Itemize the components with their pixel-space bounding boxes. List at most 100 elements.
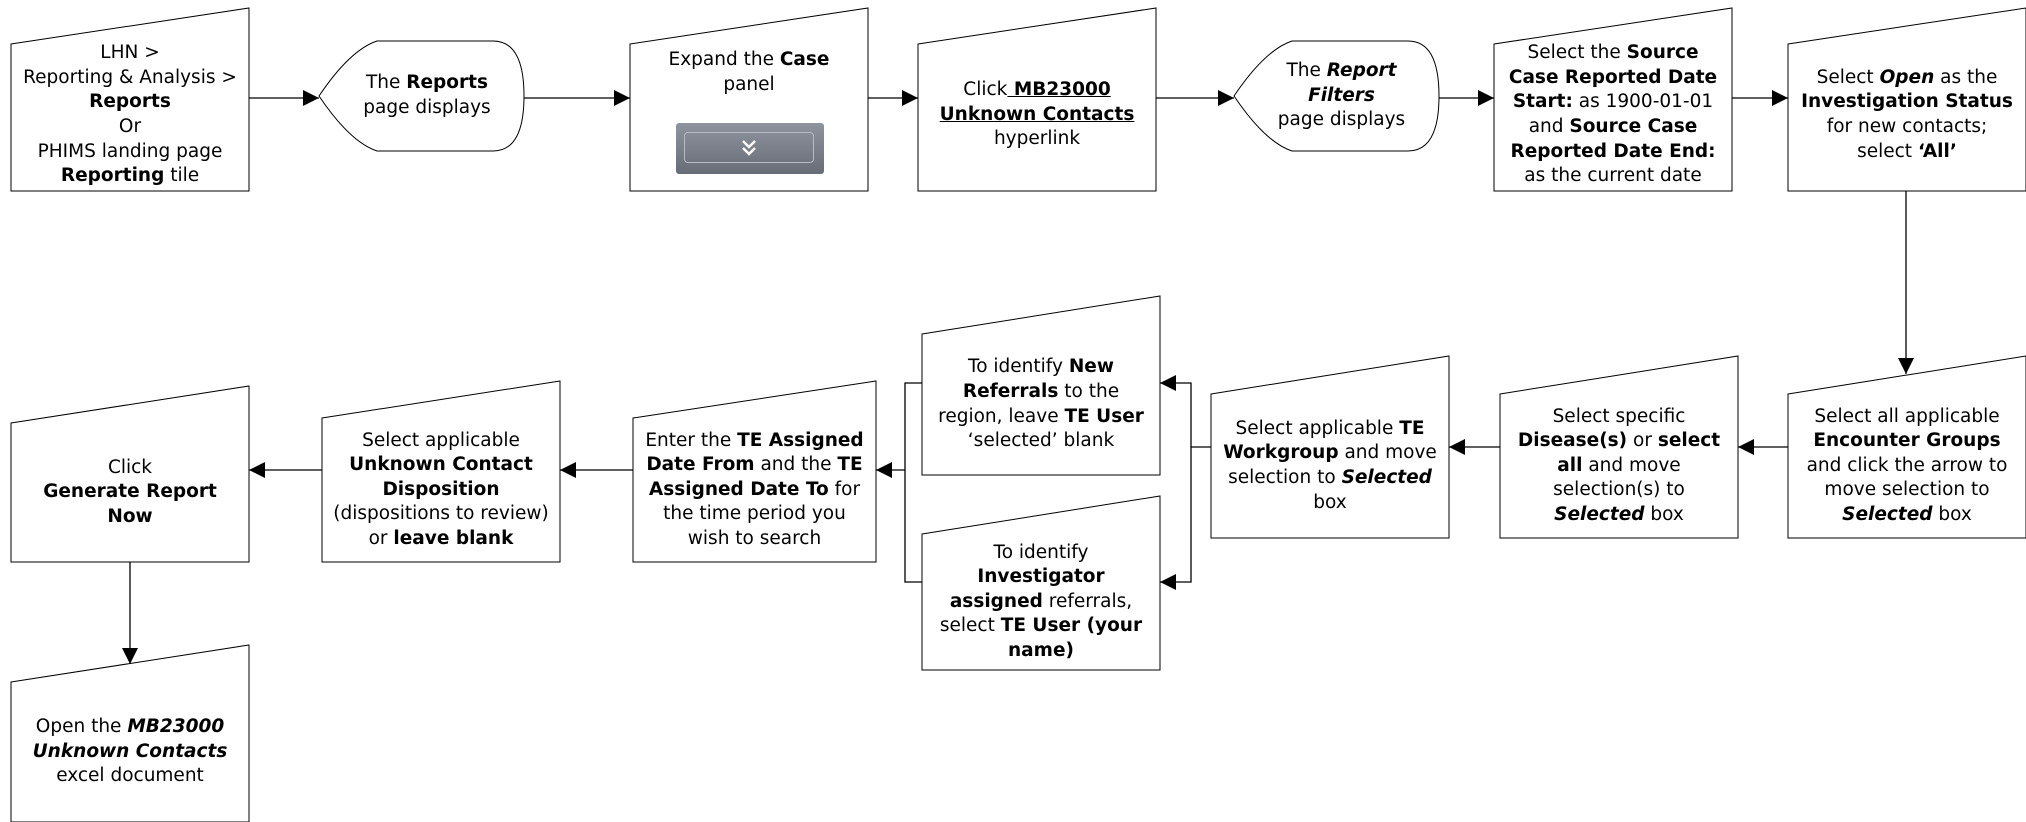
step-12-d: referrals, [1042,590,1133,612]
step-11-d: to the [1058,380,1120,402]
step-8-text: Select all applicable Encounter Groups a… [1788,394,2026,538]
step-4-text: Click MB23000 Unknown Contacts hyperlink [918,40,1156,190]
step-6-shape [1493,7,1733,192]
step-11-referrals: Referrals [962,380,1059,402]
step-6-text: Select the Source Case Reported Date Sta… [1494,40,1732,190]
step-9-text: Select specific Disease(s) or select all… [1500,394,1738,538]
step-10-te: TE [1399,417,1425,439]
step-1-line-1: LHN > [100,42,160,64]
step-1-line-6-bold: Reporting [60,165,165,187]
expand-panel-button-inner [684,132,814,163]
step-2-part-c: page displays [363,97,491,118]
step-14-disposition: Disposition [382,478,500,500]
step-15-click: Click [107,456,153,478]
arrow-10-12 [1160,447,1192,590]
step-10-selected: Selected [1341,467,1432,488]
step-14-unknown-contact: Unknown Contact [349,454,533,476]
arrow-11-13 [904,382,922,583]
step-13-g: for [828,478,861,500]
step-6-b: Source [1626,42,1699,64]
step-6-d: Start: [1512,91,1573,113]
step-11-new: New [1068,356,1114,378]
step-16-text: Open the MB23000 Unknown Contacts excel … [11,682,249,822]
step-15-now: Now [107,505,153,527]
step-13-h: the time period you [663,503,846,525]
step-2-reports: Reports [406,72,488,94]
step-9-diseases: Disease(s) [1517,430,1628,452]
step-12-name: name) [1008,639,1074,661]
step-6-e: as 1900-01-01 [1572,91,1714,113]
step-7-all: ‘All’ [1917,140,1957,162]
step-8-encounter-groups: Encounter Groups [1813,430,2001,452]
step-13-d: and the [754,454,838,476]
step-10-shape [1210,355,1450,539]
step-11-g: ‘selected’ blank [967,430,1115,452]
step-1-line-6: tile [164,165,200,187]
step-14-text: Select applicable Unknown Contact Dispos… [322,418,560,562]
step-9-c: or [1627,430,1658,452]
step-3-part-a: Expand the [668,49,780,71]
step-9-shape [1499,355,1739,539]
step-14-shape [321,380,561,563]
step-2-part-a: The [365,72,407,94]
step-11-e: region, leave [938,405,1065,427]
step-5-part-a: The [1286,60,1327,82]
step-15-shape [10,385,250,563]
step-2-text: The Reports page displays [330,41,524,151]
step-9-select: select [1657,430,1721,452]
step-1-line-3: Reports [89,91,171,113]
step-13-te: TE [837,454,863,476]
step-8-a: Select all applicable [1814,405,2000,427]
step-13-text: Enter the TE Assigned Date From and the … [633,418,876,562]
step-9-f: and move [1582,454,1681,476]
step-3-case: Case [779,49,830,71]
step-7-e: for new contacts; [1826,116,1988,137]
step-12-text: To identify Investigator assigned referr… [922,534,1160,670]
expand-panel-button-image [676,123,824,174]
step-16-unknown-contacts: Unknown Contacts [32,740,228,762]
step-12-investigator: Investigator [977,566,1105,588]
step-12-a: To identify [993,541,1089,563]
step-1-line-5: PHIMS landing page [37,140,223,162]
step-4-unknown-contacts-link: Unknown Contacts [939,103,1135,125]
step-2-shape [318,40,525,152]
step-4-shape [917,7,1157,192]
step-12-e: select [939,615,1001,637]
step-16-a: Open the [35,716,128,738]
step-11-text: To identify New Referrals to the region,… [922,334,1160,475]
step-10-a: Select applicable [1235,417,1400,439]
step-13-date-from: Date From [646,454,755,476]
step-11-shape [921,295,1161,476]
step-14-d: (dispositions to review) [333,503,549,525]
step-7-investigation-status: Investigation Status [1801,91,2013,113]
step-5-report: Report [1326,60,1397,82]
step-10-e: selection to [1228,467,1342,488]
chevron-double-down-icon [742,139,756,156]
step-13-shape [632,380,877,563]
step-1-line-2: Reporting & Analysis > [23,66,237,88]
step-1-text: LHN > Reporting & Analysis > Reports Or … [11,40,249,190]
step-4-hyperlink: hyperlink [993,128,1081,150]
step-10-workgroup: Workgroup [1223,442,1339,464]
step-14-a: Select applicable [362,429,520,451]
step-9-selected: Selected [1554,503,1645,525]
step-11-te-user: TE User [1064,405,1144,427]
step-5-text: The Report Filters page displays [1244,41,1439,151]
step-15-generate-report: Generate Report [43,481,217,503]
step-5-page-displays: page displays [1277,109,1406,131]
step-9-all: all [1557,454,1583,476]
step-12-te-user: TE User (your [1000,615,1143,637]
step-11-a: To identify [968,356,1069,378]
step-8-selected: Selected [1842,503,1933,525]
step-7-f: select [1857,140,1918,162]
step-4-click: Click [963,79,1008,101]
step-6-f: and [1528,116,1570,137]
step-14-e: or [368,527,394,549]
step-1-line-4: Or [118,116,142,137]
step-13-assigned-date-to: Assigned Date To [648,478,829,500]
step-12-shape [921,495,1161,671]
step-10-d: and move [1338,442,1437,464]
step-3-part-c: panel [723,74,775,95]
step-10-box: box [1313,491,1347,513]
